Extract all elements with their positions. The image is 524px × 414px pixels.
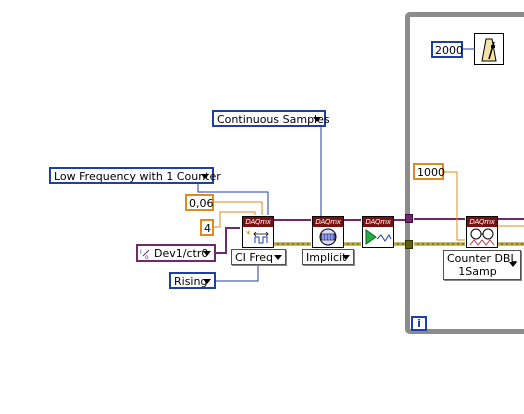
read-selector[interactable]: Counter DBL 1Samp bbox=[443, 250, 521, 280]
sample-mode-label: Continuous Samples bbox=[217, 113, 330, 126]
frequency-icon: * bbox=[246, 230, 269, 244]
timing-clock-icon bbox=[319, 228, 337, 246]
daqmx-read-vi[interactable]: DAQmx bbox=[466, 216, 498, 248]
metronome-wire bbox=[463, 48, 475, 50]
physical-channel-label: Dev1/ctr0 bbox=[154, 247, 209, 260]
loop-tunnel-task bbox=[405, 214, 413, 223]
svg-text:o: o bbox=[145, 254, 149, 260]
chevron-down-icon bbox=[313, 117, 321, 122]
min-value-constant[interactable]: 0,06 bbox=[185, 194, 214, 211]
chevron-down-icon bbox=[274, 255, 282, 260]
chevron-down-icon bbox=[201, 174, 209, 179]
physical-channel-constant[interactable]: I o Dev1/ctr0 bbox=[136, 244, 216, 262]
io-name-icon: I o bbox=[140, 249, 150, 260]
read-glasses-icon bbox=[469, 228, 495, 246]
read-selector-line1: Counter DBL bbox=[447, 252, 517, 265]
daqmx-timing-vi[interactable]: DAQmx bbox=[312, 216, 344, 248]
chevron-down-icon bbox=[203, 251, 211, 256]
svg-text:*: * bbox=[246, 230, 251, 240]
measurement-method-label: Low Frequency with 1 Counter bbox=[54, 170, 221, 183]
chevron-down-icon bbox=[342, 255, 350, 260]
daqmx-create-channel-vi[interactable]: DAQmx * bbox=[242, 216, 274, 248]
metronome-icon[interactable] bbox=[474, 33, 504, 65]
create-channel-selector-label: CI Freq bbox=[235, 251, 273, 264]
vi-header: DAQmx bbox=[467, 217, 497, 227]
create-channel-selector[interactable]: CI Freq bbox=[231, 249, 286, 265]
edge-label: Rising bbox=[174, 275, 208, 288]
loop-iteration-terminal: i bbox=[411, 316, 427, 331]
daqmx-start-task-vi[interactable]: DAQmx bbox=[362, 216, 394, 248]
edge-ring[interactable]: Rising bbox=[169, 272, 216, 289]
chevron-down-icon bbox=[203, 279, 211, 284]
wait-ms-constant[interactable]: 2000 bbox=[431, 41, 463, 58]
measurement-method-ring[interactable]: Low Frequency with 1 Counter bbox=[49, 167, 221, 184]
vi-header: DAQmx bbox=[363, 217, 393, 227]
read-selector-line2: 1Samp bbox=[458, 265, 497, 278]
chevron-down-icon bbox=[509, 262, 517, 267]
while-loop-frame[interactable] bbox=[405, 12, 524, 334]
timing-selector-label: Implicit bbox=[306, 251, 347, 264]
start-play-icon bbox=[365, 229, 392, 245]
loop-tunnel-error bbox=[405, 240, 413, 249]
sample-mode-ring[interactable]: Continuous Samples bbox=[212, 110, 330, 127]
svg-text:I: I bbox=[140, 249, 142, 256]
timing-selector[interactable]: Implicit bbox=[302, 249, 354, 265]
divisor-constant[interactable]: 4 bbox=[200, 219, 214, 236]
vi-header: DAQmx bbox=[243, 217, 273, 227]
read-timeout-constant[interactable]: 1000 bbox=[413, 163, 445, 180]
vi-header: DAQmx bbox=[313, 217, 343, 227]
